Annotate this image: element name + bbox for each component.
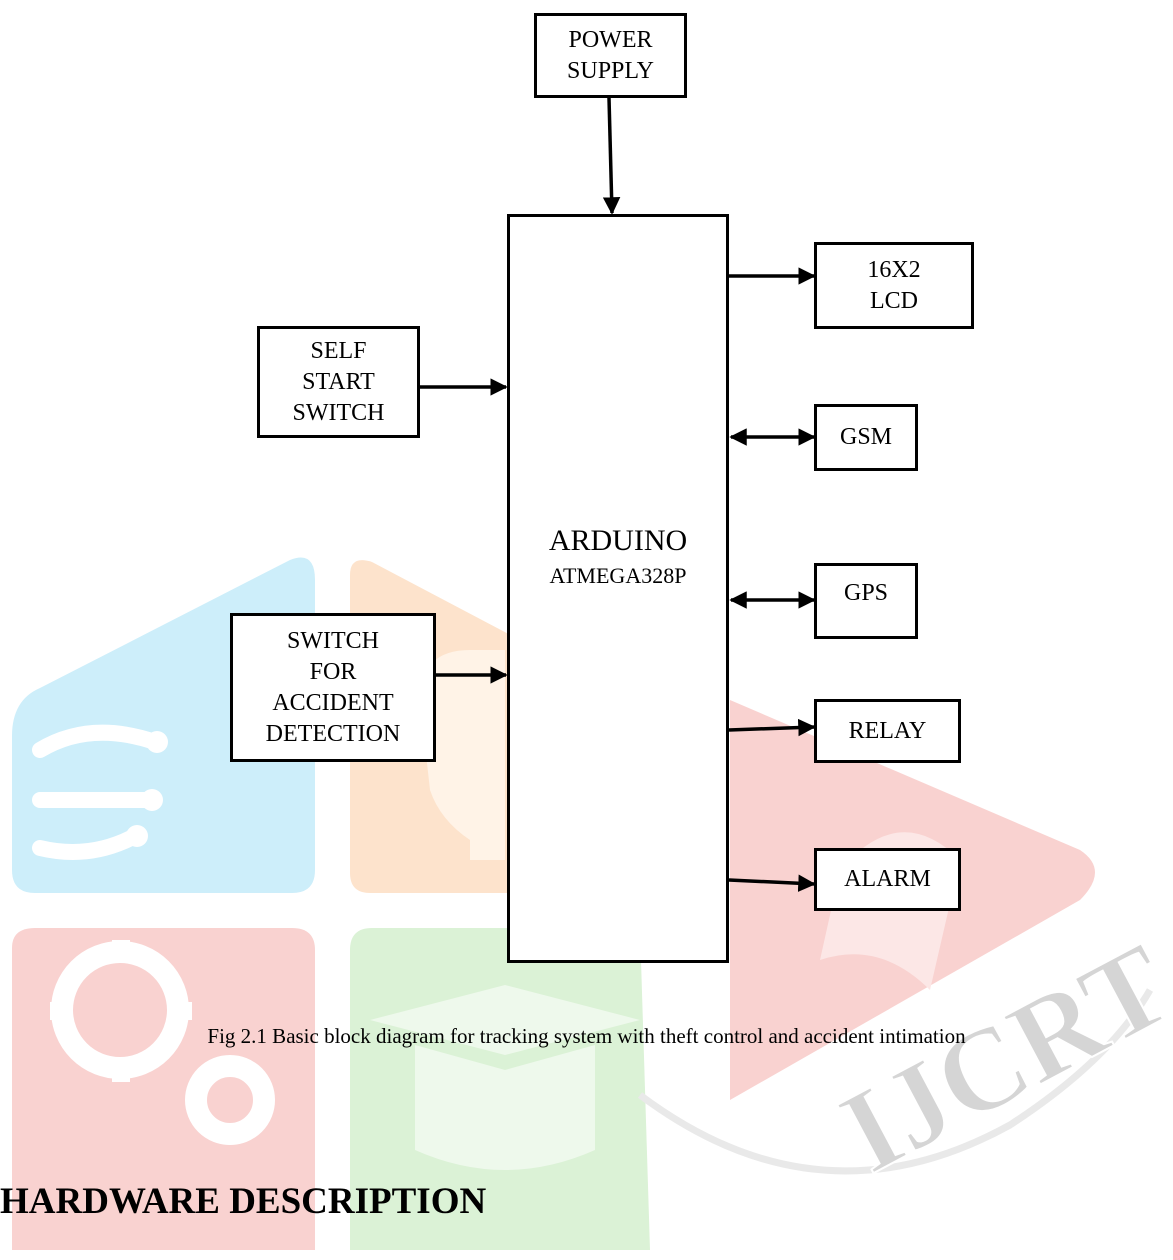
relay-block: RELAY xyxy=(814,699,961,763)
block-label: START xyxy=(302,367,375,398)
arrow-power-to-arduino xyxy=(609,98,612,213)
block-label: 16X2 xyxy=(867,255,920,286)
block-label: ALARM xyxy=(844,864,931,895)
power-supply-block: POWER SUPPLY xyxy=(534,13,687,98)
arrow-arduino-to-relay xyxy=(729,727,814,730)
self-start-switch-block: SELF START SWITCH xyxy=(257,326,420,438)
section-heading: HARDWARE DESCRIPTION xyxy=(0,1178,486,1226)
block-label: ACCIDENT xyxy=(272,688,393,719)
lcd-block: 16X2 LCD xyxy=(814,242,974,329)
block-label: SUPPLY xyxy=(567,56,654,87)
block-label: SWITCH xyxy=(287,626,379,657)
block-label: POWER xyxy=(569,25,653,56)
accident-switch-block: SWITCH FOR ACCIDENT DETECTION xyxy=(230,613,436,762)
gsm-block: GSM xyxy=(814,404,918,471)
arduino-name: ARDUINO xyxy=(510,523,726,559)
block-label: DETECTION xyxy=(266,719,401,750)
arduino-chip: ATMEGA328P xyxy=(510,562,726,590)
gps-block: GPS xyxy=(814,563,918,639)
figure-caption: Fig 2.1 Basic block diagram for tracking… xyxy=(0,1022,1173,1050)
block-label: FOR xyxy=(310,657,357,688)
alarm-block: ALARM xyxy=(814,848,961,911)
block-label: RELAY xyxy=(849,716,927,747)
block-label: SWITCH xyxy=(293,398,385,429)
block-label: SELF xyxy=(310,336,366,367)
arduino-block: ARDUINO ATMEGA328P xyxy=(507,214,729,963)
block-label: GSM xyxy=(840,422,892,453)
block-label: LCD xyxy=(870,286,918,317)
block-label: GPS xyxy=(844,578,888,609)
arrow-arduino-to-alarm xyxy=(729,880,814,884)
